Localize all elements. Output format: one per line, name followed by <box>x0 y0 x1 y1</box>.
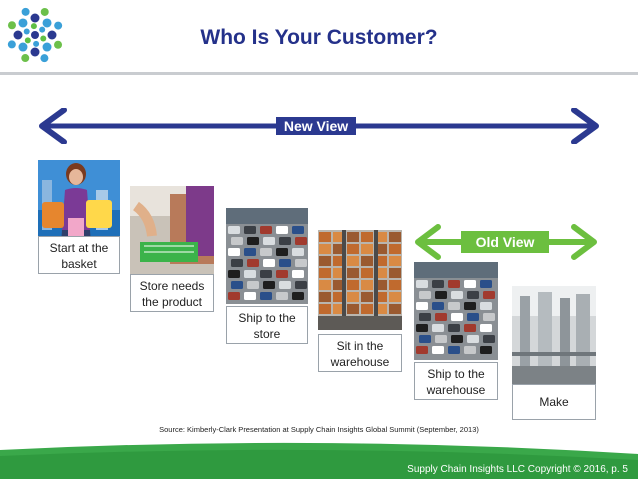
warehouse-photo <box>318 230 402 330</box>
footer-copyright: Supply Chain Insights LLC Copyright © 20… <box>407 464 628 475</box>
dot-cluster-logo-icon <box>6 6 64 64</box>
traffic-photo-2 <box>414 262 498 360</box>
page-title: Who Is Your Customer? <box>200 26 438 49</box>
step-store-needs-product: Store needs the product <box>130 274 214 312</box>
store-photo <box>130 186 214 276</box>
source-note: Source: Kimberly-Clark Presentation at S… <box>159 425 479 434</box>
step-ship-to-store: Ship to the store <box>226 306 308 344</box>
factory-photo <box>512 286 596 384</box>
new-view-label: New View <box>276 117 356 135</box>
title-divider <box>0 72 638 75</box>
traffic-photo <box>226 208 308 304</box>
step-sit-in-warehouse: Sit in the warehouse <box>318 334 402 372</box>
step-start-at-basket: Start at the basket <box>38 236 120 274</box>
footer-band <box>0 440 638 479</box>
step-ship-to-warehouse: Ship to the warehouse <box>414 362 498 400</box>
old-view-label: Old View <box>461 231 549 253</box>
step-make: Make <box>512 384 596 420</box>
